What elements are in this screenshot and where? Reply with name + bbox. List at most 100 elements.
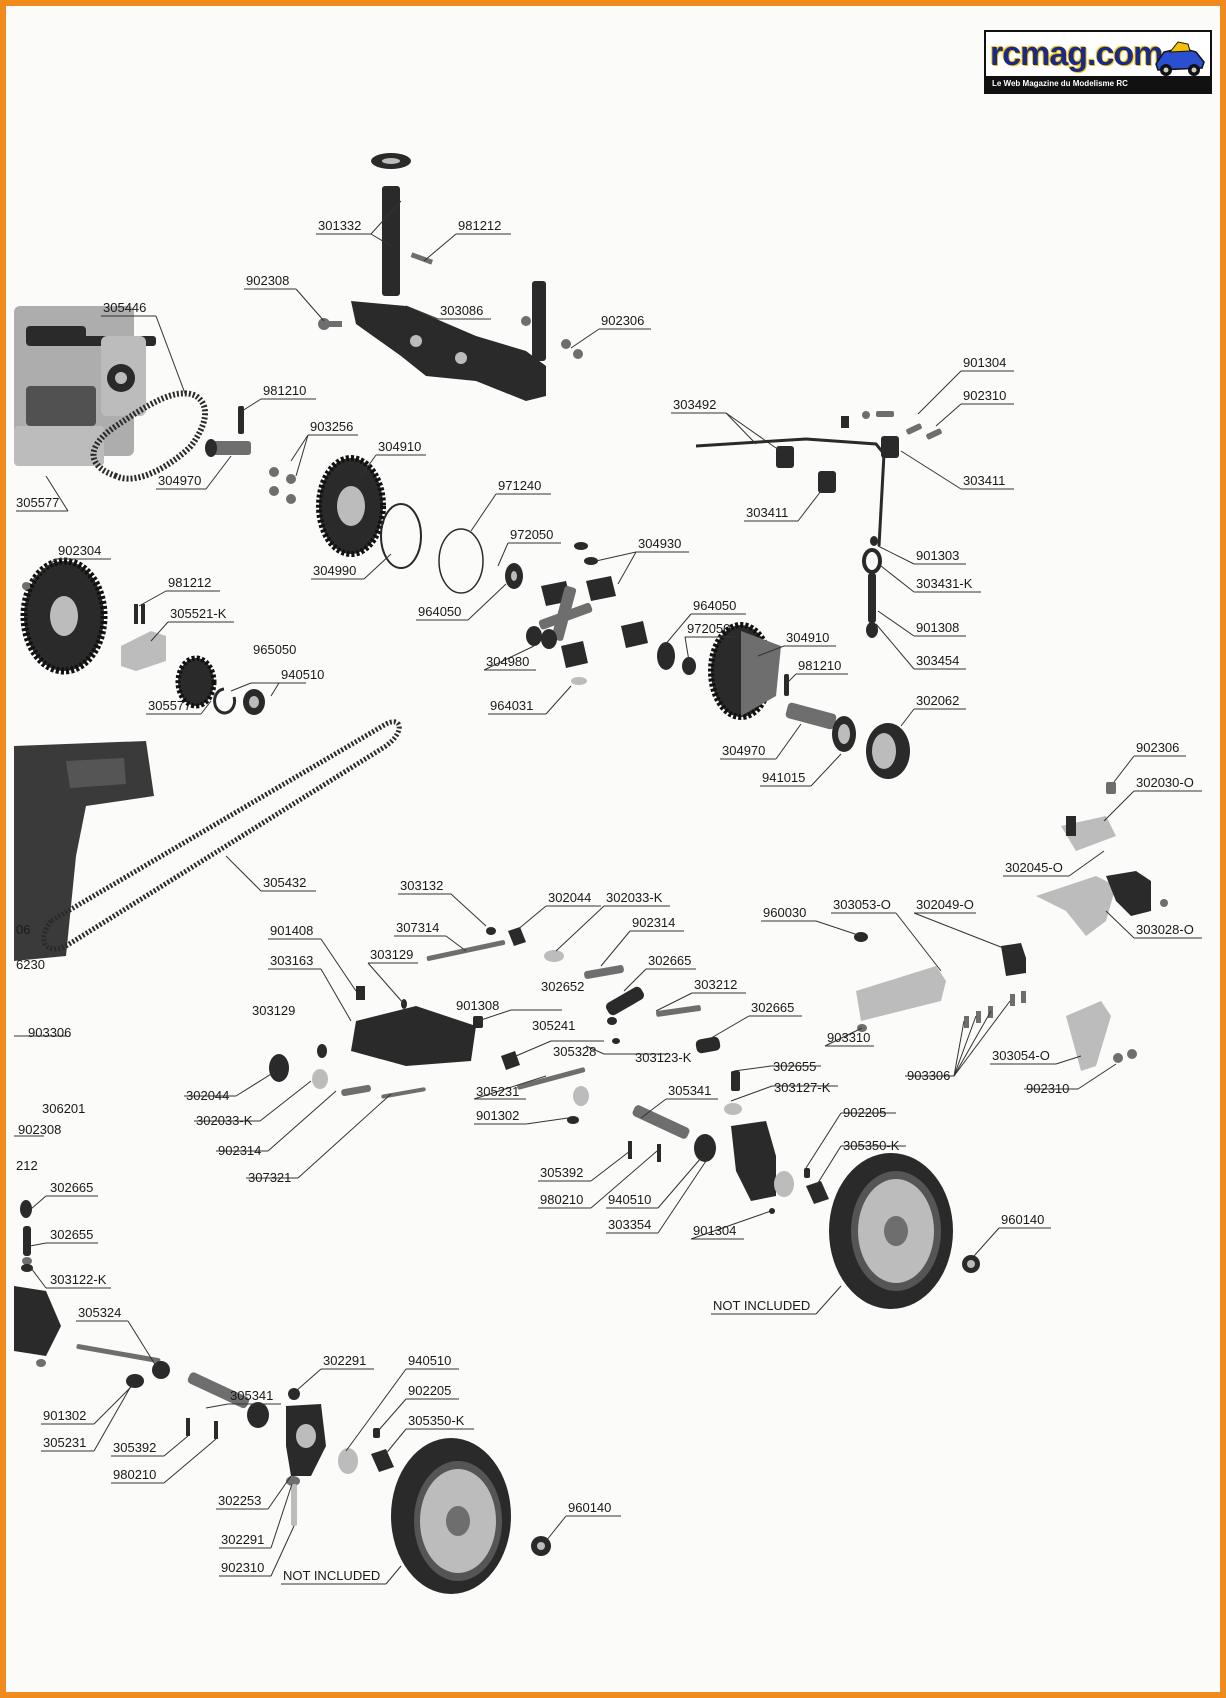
leader-lines <box>14 200 1202 1585</box>
label-305324: 305324 <box>78 1305 121 1320</box>
label-940510-top: 940510 <box>281 667 324 682</box>
spur-gear-304910-left <box>316 455 422 569</box>
screws-903256 <box>269 467 296 504</box>
label-901308-mid: 901308 <box>456 998 499 1013</box>
label-302062: 302062 <box>916 693 959 708</box>
label-303129-top: 303129 <box>370 947 413 962</box>
label-302033k-top: 302033-K <box>606 890 663 905</box>
label-305521k: 305521-K <box>170 606 227 621</box>
label-302665-top: 302665 <box>648 953 691 968</box>
label-901408: 901408 <box>270 923 313 938</box>
label-902310-right: 902310 <box>1026 1081 1069 1096</box>
right-edge-brackets <box>1036 782 1168 936</box>
anti-roll-bar-303492 <box>695 411 942 638</box>
middle-suspension-group <box>269 927 1137 1214</box>
label-303132: 303132 <box>400 878 443 893</box>
label-901302-left: 901302 <box>43 1408 86 1423</box>
bracket-303086 <box>318 281 583 401</box>
label-305350k-mid: 305350-K <box>843 1138 900 1153</box>
label-964050-right: 964050 <box>693 598 736 613</box>
label-980210-bottom: 980210 <box>113 1467 156 1482</box>
label-972050-left: 972050 <box>510 527 553 542</box>
label-303163: 303163 <box>270 953 313 968</box>
exploded-view-diagram: 301332 981212 902308 303086 902306 30544… <box>14 153 1202 1594</box>
label-971240: 971240 <box>498 478 541 493</box>
label-not-included-bottom: NOT INCLUDED <box>283 1568 380 1583</box>
label-305231-left: 305231 <box>43 1435 86 1450</box>
label-902205-mid: 902205 <box>843 1105 886 1120</box>
label-304930: 304930 <box>638 536 681 551</box>
label-972050-right: 972050 <box>687 621 730 636</box>
logo-tagline: Le Web Magazine du Modelisme RC <box>986 76 1210 92</box>
label-303053o: 303053-O <box>833 897 891 912</box>
label-305432: 305432 <box>263 875 306 890</box>
label-980210-mid: 980210 <box>540 1192 583 1207</box>
label-302253: 302253 <box>218 1493 261 1508</box>
label-305392-bottom: 305392 <box>113 1440 156 1455</box>
label-902314-top: 902314 <box>632 915 675 930</box>
label-212-edge: 212 <box>16 1158 38 1173</box>
label-303086: 303086 <box>440 303 483 318</box>
label-305577-top: 305577 <box>16 495 59 510</box>
label-302291-bottom: 302291 <box>221 1532 264 1547</box>
label-903306-left: 903306 <box>28 1025 71 1040</box>
label-903310: 903310 <box>827 1030 870 1045</box>
logo-wordmark: rcmag.com <box>990 35 1163 73</box>
label-304970-right: 304970 <box>722 743 765 758</box>
label-965050: 965050 <box>253 642 296 657</box>
rc-car-logo-icon <box>1155 41 1205 76</box>
label-303054o: 303054-O <box>992 1048 1050 1063</box>
label-940510-bottom: 940510 <box>408 1353 451 1368</box>
label-303212: 303212 <box>694 977 737 992</box>
label-902306-right: 902306 <box>1136 740 1179 755</box>
label-303492: 303492 <box>673 397 716 412</box>
label-305241: 305241 <box>532 1018 575 1033</box>
tire-bottom <box>391 1438 551 1594</box>
label-302652: 302652 <box>541 979 584 994</box>
label-981212-left: 981212 <box>168 575 211 590</box>
label-305446: 305446 <box>103 300 146 315</box>
label-302665-left: 302665 <box>50 1180 93 1195</box>
label-307321: 307321 <box>248 1170 291 1185</box>
label-901302-mid: 901302 <box>476 1108 519 1123</box>
label-981210-right: 981210 <box>798 658 841 673</box>
label-304970-left: 304970 <box>158 473 201 488</box>
label-960030: 960030 <box>763 905 806 920</box>
rcmag-logo: rcmag.com Le Web Magazine du Modelisme R… <box>984 30 1212 94</box>
diff-internals <box>505 542 696 685</box>
label-964050-left: 964050 <box>418 604 461 619</box>
label-304910-left: 304910 <box>378 439 421 454</box>
label-305328: 305328 <box>553 1044 596 1059</box>
label-902205-bottom: 902205 <box>408 1383 451 1398</box>
label-902314-left: 902314 <box>218 1143 261 1158</box>
main-belt-305432 <box>41 719 402 952</box>
left-lower-assembly <box>14 1200 394 1526</box>
label-964031: 964031 <box>490 698 533 713</box>
label-902310-bottom: 902310 <box>221 1560 264 1575</box>
label-303123k: 303123-K <box>635 1050 692 1065</box>
tire-right <box>829 1153 980 1309</box>
label-901304-mid: 901304 <box>693 1223 736 1238</box>
label-303431k: 303431-K <box>916 576 973 591</box>
label-940510-mid: 940510 <box>608 1192 651 1207</box>
label-303127k: 303127-K <box>774 1080 831 1095</box>
label-302045o: 302045-O <box>1005 860 1063 875</box>
label-903306-right: 903306 <box>907 1068 950 1083</box>
label-302044-left: 302044 <box>186 1088 229 1103</box>
label-305341-bottom: 305341 <box>230 1388 273 1403</box>
pulley-304970-left <box>205 406 251 457</box>
label-902310-top: 902310 <box>963 388 1006 403</box>
label-305577-bottom: 305577 <box>148 698 191 713</box>
label-305350k-bottom: 305350-K <box>408 1413 465 1428</box>
label-302655-mid: 302655 <box>773 1059 816 1074</box>
label-304990: 304990 <box>313 563 356 578</box>
label-902308-top: 902308 <box>246 273 289 288</box>
label-902306-top: 902306 <box>601 313 644 328</box>
label-303354: 303354 <box>608 1217 651 1232</box>
carbon-chassis-plate <box>14 741 154 961</box>
label-304910-right: 304910 <box>786 630 829 645</box>
spur-gear-left-edge <box>20 557 265 715</box>
label-303454: 303454 <box>916 653 959 668</box>
label-903256: 903256 <box>310 419 353 434</box>
